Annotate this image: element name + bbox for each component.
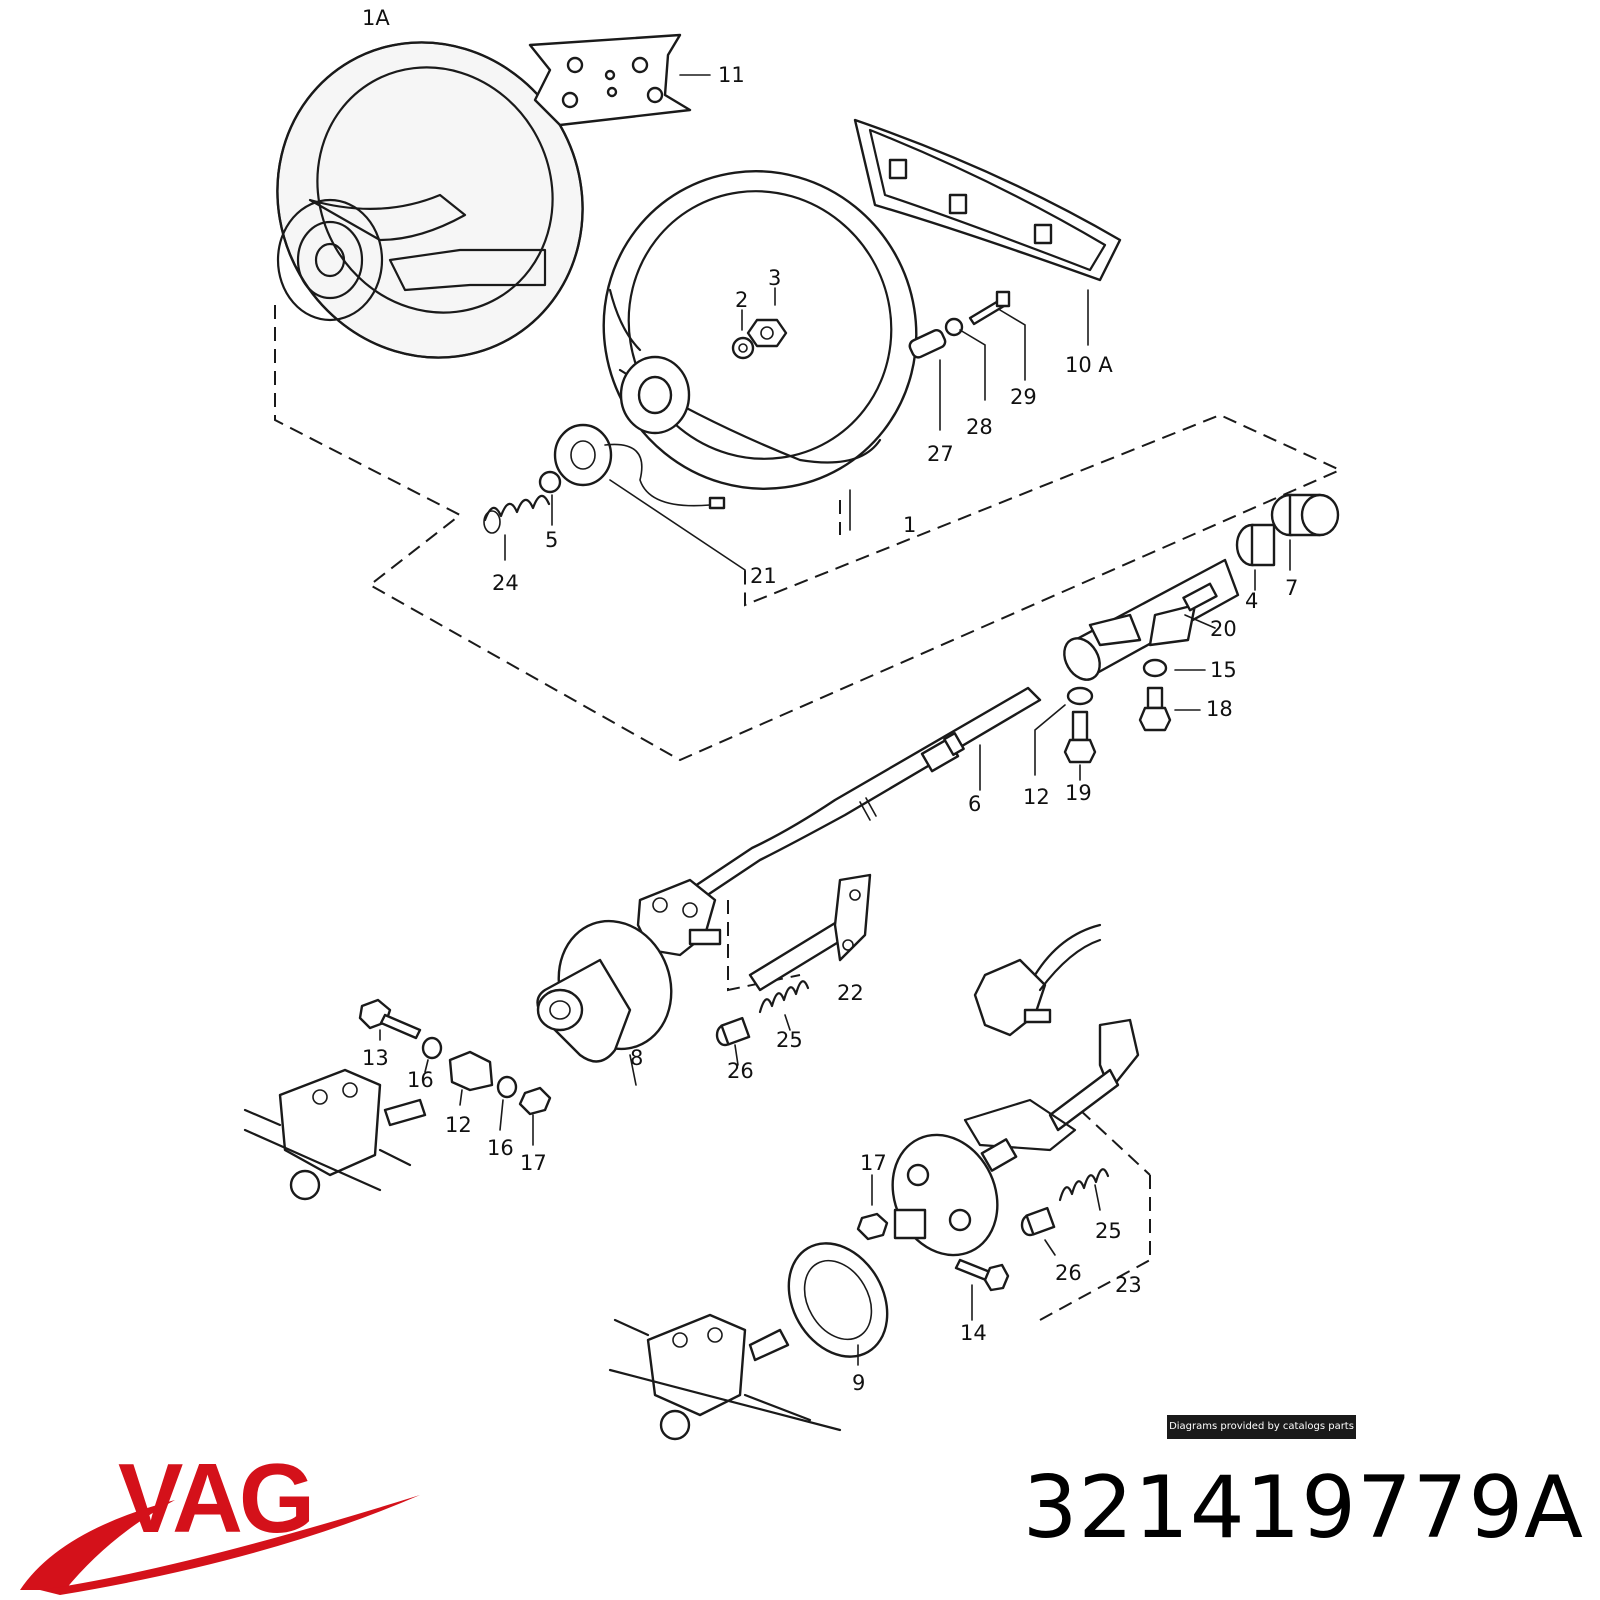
spring-icon [758, 980, 810, 1014]
callout-label: 7 [1285, 576, 1298, 600]
callout-label: 18 [1206, 697, 1233, 721]
steering-shaft-icon [690, 686, 1042, 902]
callout-label: 27 [927, 442, 954, 466]
callout-label: 15 [1210, 658, 1237, 682]
callout-label: 25 [1095, 1219, 1122, 1243]
callout-label: 5 [545, 528, 558, 552]
horn-contact-parts-icon [908, 290, 1011, 359]
washer-icon [1066, 686, 1094, 706]
callout-label: 21 [750, 564, 777, 588]
bolt-icon [358, 998, 422, 1040]
washer-icon [421, 1036, 443, 1060]
callout-label: 2 [735, 288, 748, 312]
sleeve-icon [715, 1016, 751, 1047]
callout-label: 8 [630, 1046, 643, 1070]
horn-pad-icon [853, 118, 1122, 282]
bolt-icon [954, 1258, 1010, 1292]
spring-icon [1058, 1168, 1110, 1202]
steering-gearbox-icon [243, 1068, 427, 1201]
steering-gearbox-icon [608, 1313, 842, 1441]
callout-label: 20 [1210, 617, 1237, 641]
callout-label: 26 [727, 1059, 754, 1083]
ring-icon [538, 470, 562, 494]
leader-lines [379, 74, 1291, 1366]
callout-label: 25 [776, 1028, 803, 1052]
nut-icon [746, 318, 788, 348]
part-number: 321419779A [1022, 1458, 1584, 1558]
column-tube-icon [1063, 558, 1240, 681]
callout-label: 12 [445, 1113, 472, 1137]
callout-label: 10 A [1065, 353, 1113, 377]
callout-labels: 1A 11 3 2 10 A 29 28 27 1 5 24 21 4 7 20… [362, 6, 1298, 1395]
joint-housing-icon [536, 919, 673, 1063]
credit-badge: Diagrams provided by catalogs parts [1167, 1415, 1356, 1439]
callout-label: 29 [1010, 385, 1037, 409]
callout-label: 12 [1023, 785, 1050, 809]
washer-icon [496, 1075, 518, 1099]
brand-logo: VAG [118, 1443, 315, 1553]
lower-flange-icon [973, 923, 1102, 1037]
callout-label: 1 [903, 513, 916, 537]
callout-label: 16 [487, 1136, 514, 1160]
callout-label: 24 [492, 571, 519, 595]
hub-plate-icon [528, 33, 692, 127]
callout-label: 9 [852, 1371, 865, 1395]
spring-icon [483, 494, 551, 534]
upper-flange-icon [636, 878, 722, 957]
splined-shaft-icon [748, 873, 872, 992]
contact-ring-icon [553, 423, 726, 510]
joint-housing-icon [787, 1242, 889, 1358]
bolt-icon [1063, 710, 1097, 764]
callout-label: 26 [1055, 1261, 1082, 1285]
vag-logo-swoosh-icon [20, 1495, 420, 1595]
callout-label: 11 [718, 63, 745, 87]
callout-label: 17 [520, 1151, 547, 1175]
bushing-icon [1270, 493, 1340, 537]
assembly-boundary [274, 305, 1343, 762]
sleeve-icon [1020, 1206, 1056, 1237]
callout-label: 4 [1245, 589, 1258, 613]
callout-label: 1A [362, 6, 390, 30]
callout-label: 19 [1065, 781, 1092, 805]
callout-label: 17 [860, 1151, 887, 1175]
callout-label: 28 [966, 415, 993, 439]
callout-label: 3 [768, 266, 781, 290]
callout-label: 13 [362, 1046, 389, 1070]
universal-joint-icon [891, 1133, 999, 1257]
washer-icon [731, 336, 755, 360]
callout-label: 16 [407, 1068, 434, 1092]
nut-icon [518, 1086, 552, 1116]
clamp-icon [448, 1050, 494, 1092]
bolt-icon [1138, 686, 1172, 732]
washer-icon [1142, 658, 1168, 678]
lower-shaft-assembly-icon [963, 1018, 1140, 1172]
nut-icon [856, 1212, 889, 1241]
bearing-icon [1235, 523, 1276, 567]
callout-label: 6 [968, 792, 981, 816]
callout-label: 14 [960, 1321, 987, 1345]
callout-label: 22 [837, 981, 864, 1005]
callout-label: 23 [1115, 1273, 1142, 1297]
